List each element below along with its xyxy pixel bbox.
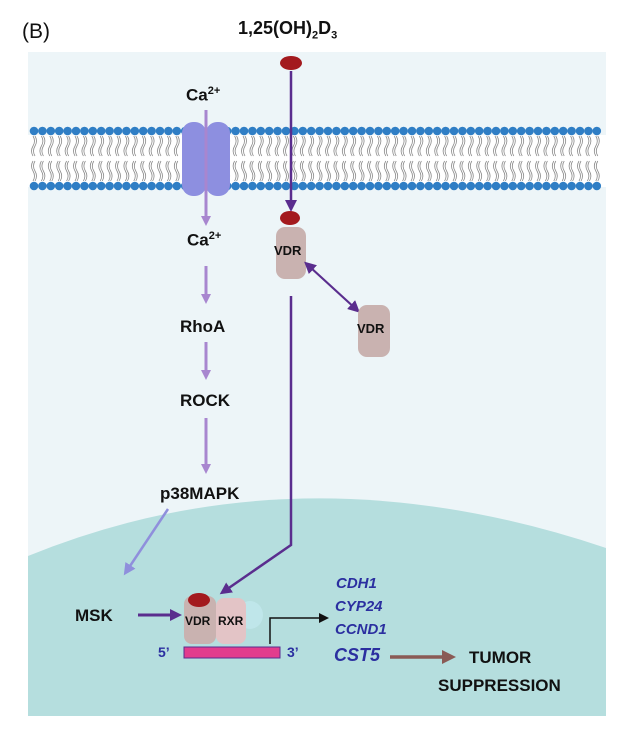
calcium-ion-extracellular: Ca2+ — [186, 85, 221, 105]
vdr-free-label: VDR — [357, 321, 385, 336]
vdr-receptor — [276, 227, 306, 279]
outcome-tumor: TUMOR — [469, 648, 532, 667]
dna-5prime-label: 5’ — [158, 644, 170, 660]
nucleus — [28, 498, 606, 716]
msk-label: MSK — [75, 606, 113, 625]
cell-membrane — [28, 126, 606, 191]
rock-label: ROCK — [180, 391, 231, 410]
vdr-free — [358, 305, 390, 357]
panel-label: (B) — [22, 20, 50, 43]
gene-cyp24: CYP24 — [335, 598, 383, 615]
rhoa-label: RhoA — [180, 317, 226, 336]
ligand-nuclear — [188, 593, 210, 607]
calcium-channel — [182, 122, 230, 196]
gene-ccnd1: CCND1 — [335, 621, 387, 638]
ligand-bound — [280, 211, 300, 225]
ligand-free — [280, 56, 302, 70]
arrow-transcription — [269, 613, 329, 644]
gene-cdh1: CDH1 — [336, 575, 377, 592]
dna-3prime-label: 3’ — [287, 644, 299, 660]
vdr-nuclear — [184, 596, 216, 644]
rxr-receptor — [216, 598, 246, 644]
p38mapk-label: p38MAPK — [160, 484, 240, 503]
vdr-receptor-label: VDR — [274, 243, 302, 258]
ligand-label: 1,25(OH)2D3 — [238, 18, 338, 42]
outcome-suppression: SUPPRESSION — [438, 676, 561, 695]
dna-response-element — [183, 646, 281, 659]
rxr-label: RXR — [218, 614, 244, 628]
arrow-vdr-to-nucleus — [219, 296, 293, 595]
calcium-ion-intracellular: Ca2+ — [187, 230, 222, 250]
vdr-nuclear-label: VDR — [185, 614, 211, 628]
gene-cst5: CST5 — [334, 645, 381, 665]
arrow-p38-to-msk — [123, 508, 170, 576]
arrow-vdr-exchange — [304, 261, 360, 313]
